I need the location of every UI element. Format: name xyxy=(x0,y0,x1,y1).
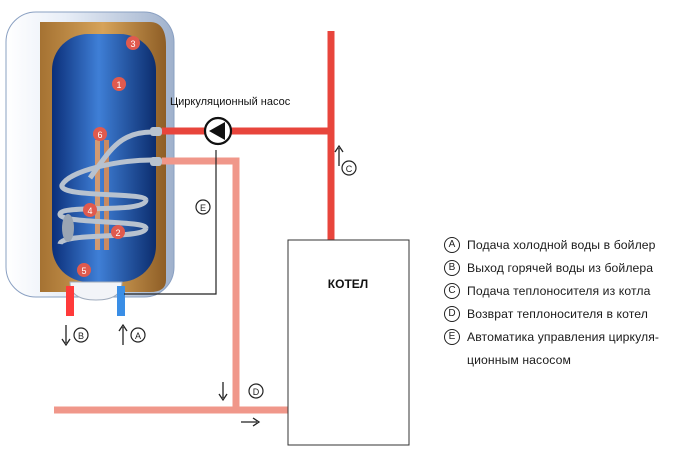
legend-item: E Автоматика управления циркуля- xyxy=(444,326,684,348)
legend-letter-a: A xyxy=(444,237,460,253)
boiler-box: КОТЕЛ xyxy=(287,239,410,446)
part-marker-3: 3 xyxy=(126,36,140,50)
cold-inlet-stub xyxy=(117,286,125,304)
arrow-up-icon xyxy=(334,144,344,166)
coil-stub-bottom xyxy=(150,157,162,166)
legend-letter-e: E xyxy=(444,329,460,345)
part-number-6: 6 xyxy=(97,130,102,140)
letter-e: E xyxy=(200,203,206,213)
letter-markers: C E D B A xyxy=(61,144,357,427)
legend: A Подача холодной воды в бойлер B Выход … xyxy=(444,234,684,372)
legend-item-continuation: ционным насосом xyxy=(444,349,684,371)
legend-item: A Подача холодной воды в бойлер xyxy=(444,234,684,256)
part-marker-2: 2 xyxy=(111,225,125,239)
part-number-1: 1 xyxy=(116,80,121,90)
hot-outlet-stub xyxy=(66,286,74,304)
legend-text-c: Подача теплоносителя из котла xyxy=(467,284,651,298)
flow-marker-b: B xyxy=(61,325,89,347)
part-marker-5: 5 xyxy=(77,263,91,277)
legend-item: B Выход горячей воды из бойлера xyxy=(444,257,684,279)
pump-arrow-icon xyxy=(209,122,225,140)
coil-ends xyxy=(62,214,74,242)
legend-item: C Подача теплоносителя из котла xyxy=(444,280,684,302)
water-heater-tank xyxy=(5,11,175,304)
cold-water-inlet-pipe xyxy=(117,300,125,316)
legend-text-d: Возврат теплоносителя в котел xyxy=(467,307,648,321)
coil-stub-top xyxy=(150,127,162,136)
flow-marker-e: E xyxy=(195,199,211,215)
flow-marker-d: D xyxy=(218,382,264,427)
part-number-5: 5 xyxy=(81,266,86,276)
legend-letter-c: C xyxy=(444,283,460,299)
part-markers: 1 2 3 4 5 6 xyxy=(77,36,140,277)
arrow-down-icon xyxy=(218,382,228,402)
legend-letter-d: D xyxy=(444,306,460,322)
legend-text-e: Автоматика управления циркуля- xyxy=(467,330,660,344)
coil-exchanger xyxy=(57,129,153,246)
flow-marker-c: C xyxy=(334,144,357,176)
arrow-right-icon xyxy=(241,417,261,427)
letter-d: D xyxy=(253,387,260,397)
legend-text-b: Выход горячей воды из бойлера xyxy=(467,261,654,275)
part-marker-4: 4 xyxy=(83,203,97,217)
flow-marker-a: A xyxy=(118,323,146,345)
letter-b: B xyxy=(78,331,84,341)
letter-a: A xyxy=(135,331,141,341)
supply-pipe-c xyxy=(162,31,335,240)
return-pipe-d xyxy=(54,157,288,414)
boiler-label: КОТЕЛ xyxy=(328,277,368,291)
legend-text-a: Подача холодной воды в бойлер xyxy=(467,238,656,252)
arrow-down-icon xyxy=(61,325,71,347)
part-number-4: 4 xyxy=(87,206,92,216)
control-wire-e xyxy=(124,150,217,295)
part-number-3: 3 xyxy=(130,39,135,49)
letter-c: C xyxy=(346,164,353,174)
part-number-2: 2 xyxy=(115,228,120,238)
part-marker-1: 1 xyxy=(112,77,126,91)
legend-letter-b: B xyxy=(444,260,460,276)
part-marker-6: 6 xyxy=(93,127,107,141)
circulation-pump xyxy=(203,116,233,146)
arrow-up-icon xyxy=(118,323,128,345)
pump-label: Циркуляционный насос xyxy=(170,96,291,108)
legend-text-e-continuation: ционным насосом xyxy=(467,353,571,367)
legend-item: D Возврат теплоносителя в котел xyxy=(444,303,684,325)
hot-water-outlet-pipe xyxy=(66,300,74,316)
